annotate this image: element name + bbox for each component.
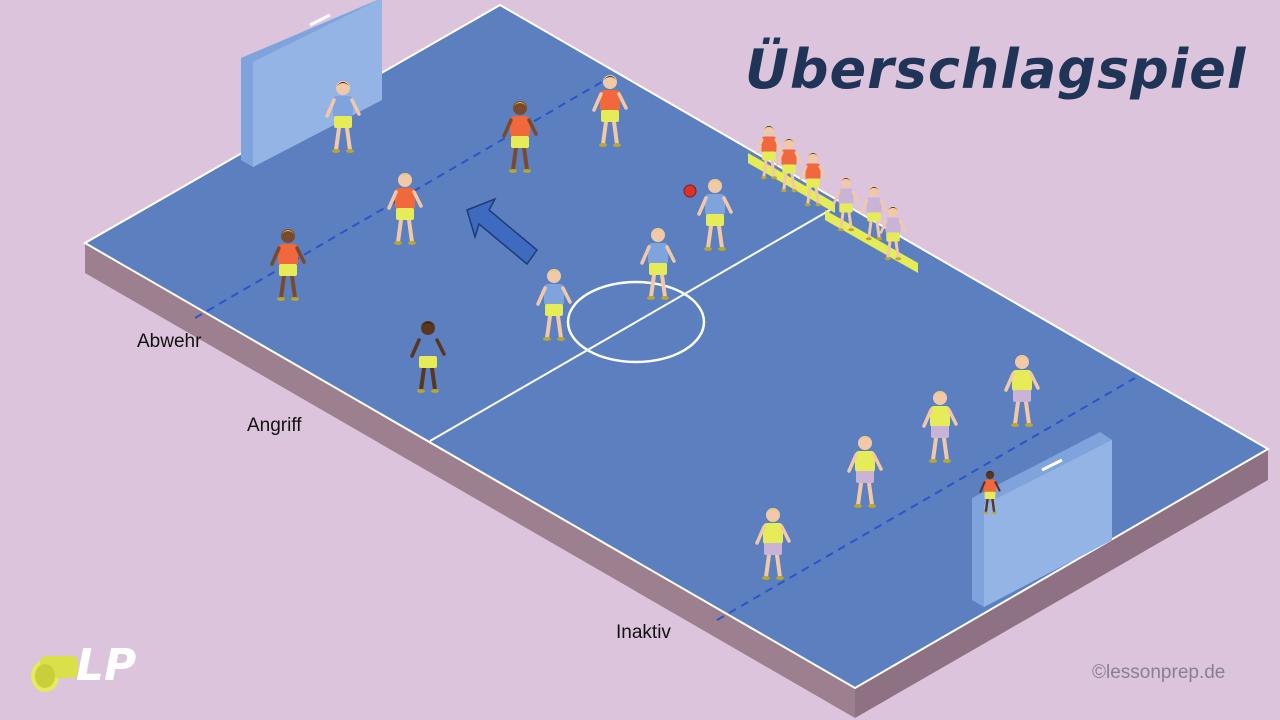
player-goalkeeper-left xyxy=(325,81,361,153)
player-defender-2 xyxy=(592,75,628,147)
player-goalkeeper-right xyxy=(979,470,1001,514)
bench xyxy=(748,153,918,273)
player-attacker-4 xyxy=(640,228,676,300)
ball xyxy=(683,184,697,198)
bench-player-4 xyxy=(832,177,860,232)
goal-left xyxy=(241,0,382,167)
goal-right xyxy=(972,432,1112,607)
court-side-right xyxy=(855,449,1268,718)
label-defense: Abwehr xyxy=(137,331,202,352)
dashed-line-right xyxy=(716,377,1136,621)
bench-player-6 xyxy=(879,206,907,261)
logo-text: LP xyxy=(76,640,137,691)
player-defender-3 xyxy=(270,229,306,301)
bench-player-5 xyxy=(860,186,888,241)
center-line xyxy=(429,209,831,442)
page-title: Überschlagspiel xyxy=(745,38,1247,101)
label-inactive: Inaktiv xyxy=(616,622,671,643)
whistle-icon xyxy=(31,656,78,692)
bench-player-3 xyxy=(799,152,827,207)
label-attack: Angriff xyxy=(247,415,302,436)
direction-arrow xyxy=(466,197,539,266)
center-circle xyxy=(566,280,706,364)
copyright-text: ©lessonprep.de xyxy=(1092,662,1226,683)
player-attacker-1 xyxy=(387,173,423,245)
player-inactive-1 xyxy=(755,508,791,580)
player-inactive-4 xyxy=(1004,355,1040,427)
player-attacker-3 xyxy=(536,269,572,341)
bench-player-2 xyxy=(775,138,803,193)
bench-player-1 xyxy=(755,125,783,180)
player-defender-1 xyxy=(502,101,538,173)
player-inactive-3 xyxy=(922,391,958,463)
player-attacker-ball xyxy=(697,179,733,251)
court-side-front xyxy=(85,243,855,718)
player-attacker-2 xyxy=(410,321,446,393)
player-inactive-2 xyxy=(847,436,883,508)
